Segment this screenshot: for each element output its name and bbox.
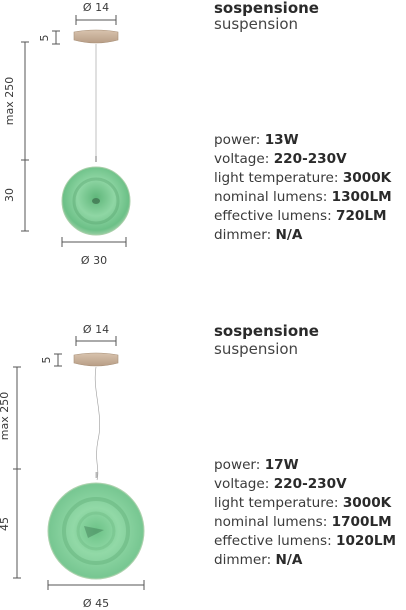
lamp-drawing-2: Ø 14 5 max 250 45 <box>0 323 145 610</box>
spec-effective-lumens: effective lumens: 1020LM <box>214 533 397 549</box>
spec-power: power: 17W <box>214 457 299 473</box>
spec-list: power: 13W voltage: 220-230V light tempe… <box>214 131 392 245</box>
cable-length-label: max 250 <box>3 77 16 125</box>
spec-power: power: 13W <box>214 132 299 148</box>
lamp-height-label: 30 <box>3 188 16 202</box>
spec-nominal-lumens: nominal lumens: 1700LM <box>214 514 392 530</box>
cable-clamp <box>95 472 98 478</box>
bottom-diameter-label: Ø 30 <box>81 254 107 267</box>
spec-voltage: voltage: 220-230V <box>214 476 347 492</box>
spec-light-temperature: light temperature: 3000K <box>214 495 392 511</box>
canopy-shape <box>73 29 119 44</box>
glass-disc <box>47 482 145 580</box>
spec-nominal-lumens: nominal lumens: 1300LM <box>214 189 392 205</box>
product-title: sospensione <box>214 0 319 17</box>
spec-dimmer: dimmer: N/A <box>214 227 303 243</box>
bottom-diameter-dimension: Ø 45 <box>47 580 145 610</box>
canopy-height-dimension: 5 <box>40 353 62 367</box>
product-title: sospensione <box>214 322 319 340</box>
product-block-2: Ø 14 5 max 250 45 <box>0 320 406 610</box>
cable-clamp <box>95 156 97 162</box>
spec-light-temperature: light temperature: 3000K <box>214 170 392 186</box>
vertical-dimension-line: max 250 45 <box>0 366 21 579</box>
spec-dimmer: dimmer: N/A <box>214 552 303 568</box>
canopy-height-dimension: 5 <box>38 30 60 45</box>
spec-list: power: 17W voltage: 220-230V light tempe… <box>214 456 396 570</box>
suspension-cable <box>94 366 101 481</box>
bottom-diameter-dimension: Ø 30 <box>61 237 127 267</box>
top-diameter-dimension: Ø 14 <box>75 323 117 346</box>
spec-effective-lumens: effective lumens: 720LM <box>214 208 387 224</box>
lamp-drawing-1: Ø 14 5 max 250 30 <box>3 1 131 267</box>
top-diameter-label: Ø 14 <box>83 1 109 14</box>
canopy-height-label: 5 <box>40 357 53 364</box>
top-diameter-dimension: Ø 14 <box>75 1 117 25</box>
top-diameter-label: Ø 14 <box>83 323 109 336</box>
canopy-shape <box>73 352 119 367</box>
product-subtitle: suspension <box>214 340 299 358</box>
lamp-height-label: 45 <box>0 517 11 531</box>
cable-length-label: max 250 <box>0 392 11 440</box>
vertical-dimension-line: max 250 30 <box>3 41 29 232</box>
bottom-diameter-label: Ø 45 <box>83 597 109 610</box>
spec-voltage: voltage: 220-230V <box>214 151 347 167</box>
product-block-1: Ø 14 5 max 250 30 <box>0 0 406 300</box>
glass-disc <box>61 166 131 236</box>
product-subtitle: suspension <box>214 15 299 33</box>
canopy-height-label: 5 <box>38 35 51 42</box>
